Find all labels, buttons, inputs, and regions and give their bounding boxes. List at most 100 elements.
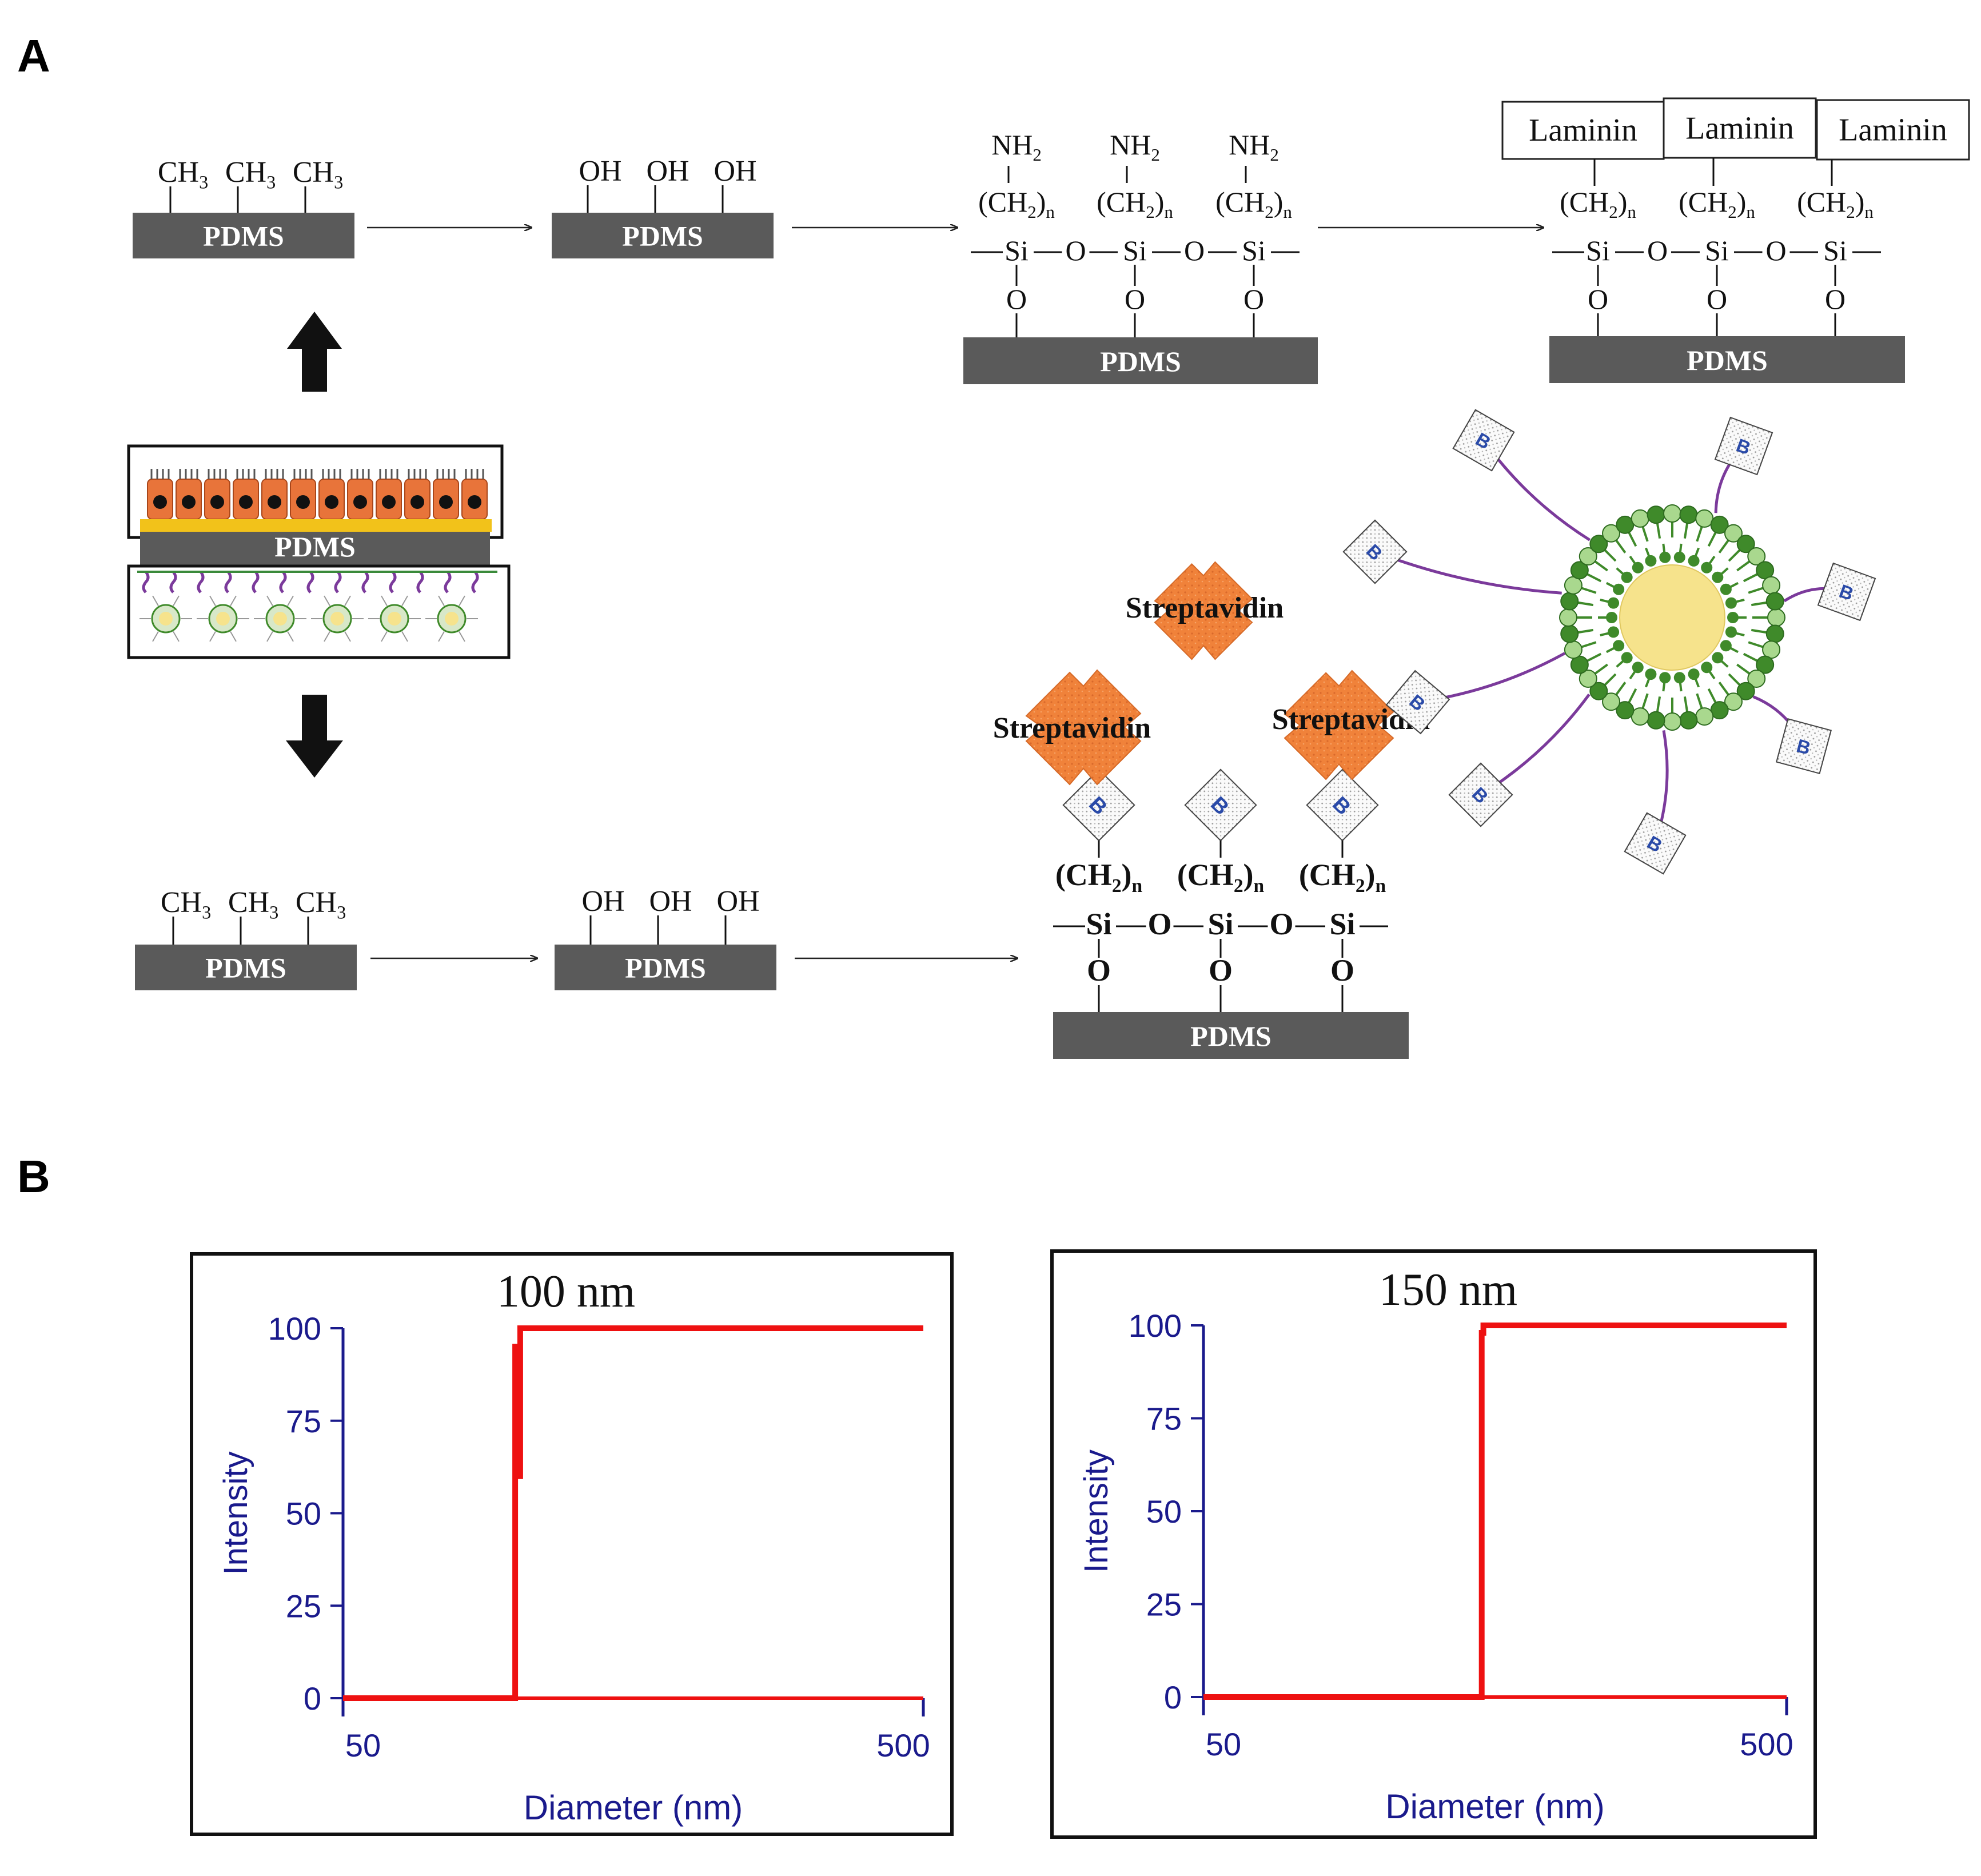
pdms-substrate: PDMS	[140, 531, 490, 566]
panel-label-a: A	[17, 30, 50, 81]
pdms-substrate: PDMS	[555, 945, 776, 990]
y-tick-label: 100	[268, 1311, 321, 1347]
lipid-head-inner	[1632, 561, 1644, 573]
cell-nucleus	[153, 495, 167, 509]
substrate-label: PDMS	[274, 531, 356, 563]
lipid-head-outer	[1647, 505, 1665, 524]
oxygen-atom: O	[1006, 283, 1027, 315]
mini-tether	[230, 631, 237, 642]
mini-tether	[152, 595, 159, 606]
substrate-label: PDMS	[1100, 345, 1181, 377]
linker	[197, 571, 205, 594]
methyl-group: CH3	[296, 886, 346, 922]
lipid-head-outer	[1602, 692, 1621, 711]
lipid-head-outer	[1762, 576, 1781, 595]
biotin-box	[1452, 409, 1515, 472]
pdms-substrate: PDMS	[1053, 1012, 1409, 1059]
x-tick-label: 50	[345, 1727, 381, 1763]
bridge-oxygen: O	[1647, 234, 1668, 266]
streptavidin-body	[1025, 669, 1142, 786]
chain-label: (CH2)n	[1797, 186, 1874, 222]
pdms-substrate: PDMS	[133, 213, 354, 258]
mini-liposome-core	[445, 612, 459, 626]
substrate-label: PDMS	[625, 952, 706, 984]
biotin-box	[1624, 812, 1687, 875]
lipid-tail	[1593, 663, 1608, 676]
bridge-oxygen: O	[1147, 907, 1171, 941]
substrate-bar	[552, 213, 774, 258]
lipid-head-outer	[1560, 624, 1579, 643]
lipid-head-outer	[1616, 701, 1635, 720]
lipid-head-outer	[1724, 524, 1743, 543]
linker	[169, 571, 177, 594]
biotin-box	[1306, 768, 1379, 842]
lipid-head-inner	[1673, 672, 1685, 684]
lipid-tail	[1576, 628, 1594, 634]
chain-label: (CH2)n	[1097, 186, 1173, 222]
mini-liposome-core	[159, 612, 173, 626]
lipid-head-outer	[1663, 504, 1681, 523]
pdms-substrate: PDMS	[552, 213, 774, 258]
lipid-head-inner	[1701, 561, 1713, 573]
amine-group: NH2	[1110, 129, 1160, 165]
mini-tether	[266, 595, 273, 606]
cell-nucleus	[353, 495, 367, 509]
mini-tether	[401, 595, 408, 606]
hydroxyl-group: OH	[581, 885, 624, 918]
streptavidin-shape	[1154, 561, 1253, 660]
y-tick-label: 100	[1129, 1308, 1182, 1344]
linker	[279, 571, 287, 594]
pdms-substrate: PDMS	[135, 945, 357, 990]
lipid-head-outer	[1579, 547, 1597, 566]
substrate-label: PDMS	[622, 220, 703, 252]
lipid-tail	[1656, 521, 1661, 539]
y-tick-label: 50	[1146, 1493, 1182, 1530]
gold-layer	[140, 519, 492, 532]
lipid-head-outer	[1631, 509, 1649, 528]
streptavidin-body	[1154, 561, 1253, 660]
chain-label: (CH2)n	[1177, 858, 1265, 897]
cell-nucleus	[268, 495, 281, 509]
lipid-head-outer	[1679, 505, 1698, 524]
lipid-tail	[1641, 524, 1649, 542]
biotin-tag: B	[1306, 768, 1379, 842]
lipid-tail	[1736, 559, 1752, 572]
lipid-head-inner	[1645, 555, 1657, 567]
lipid-head-outer	[1570, 561, 1589, 580]
pdms-substrate: PDMS	[963, 337, 1318, 384]
y-tick-label: 0	[304, 1680, 321, 1716]
hydroxyl-group: OH	[649, 885, 692, 918]
biotin-box	[1062, 768, 1135, 842]
lipid-head-inner	[1725, 597, 1737, 609]
lipid-head-outer	[1756, 655, 1775, 674]
lipid-head-outer	[1710, 515, 1729, 534]
cell-nucleus	[382, 495, 396, 509]
hydroxyl-group: OH	[714, 155, 756, 188]
substrate-bar	[1549, 336, 1905, 383]
silicon-atom: Si	[1005, 234, 1029, 266]
mini-tether	[401, 631, 408, 642]
lipid-head-inner	[1712, 652, 1724, 664]
oxygen-atom: O	[1243, 283, 1264, 315]
lipid-head-inner	[1632, 662, 1644, 674]
laminin-label: Laminin	[1685, 111, 1794, 146]
y-tick-label: 75	[286, 1403, 321, 1439]
lipid-head-outer	[1663, 712, 1681, 731]
y-axis-label: Intensity	[1078, 1449, 1115, 1573]
linker	[361, 571, 369, 594]
lipid-tail	[1614, 682, 1627, 697]
lipid-tail	[1696, 693, 1704, 711]
biotin-box	[1342, 519, 1408, 584]
bridge-oxygen: O	[1765, 234, 1786, 266]
bridge-oxygen: O	[1184, 234, 1205, 266]
x-axis-label: Diameter (nm)	[524, 1789, 743, 1827]
lipid-tail	[1585, 572, 1602, 583]
substrate-bar	[133, 213, 354, 258]
x-tick-label: 500	[876, 1727, 930, 1763]
lipid-head-outer	[1679, 711, 1698, 730]
lipid-head-inner	[1608, 597, 1620, 609]
mini-liposome-core	[330, 612, 344, 626]
